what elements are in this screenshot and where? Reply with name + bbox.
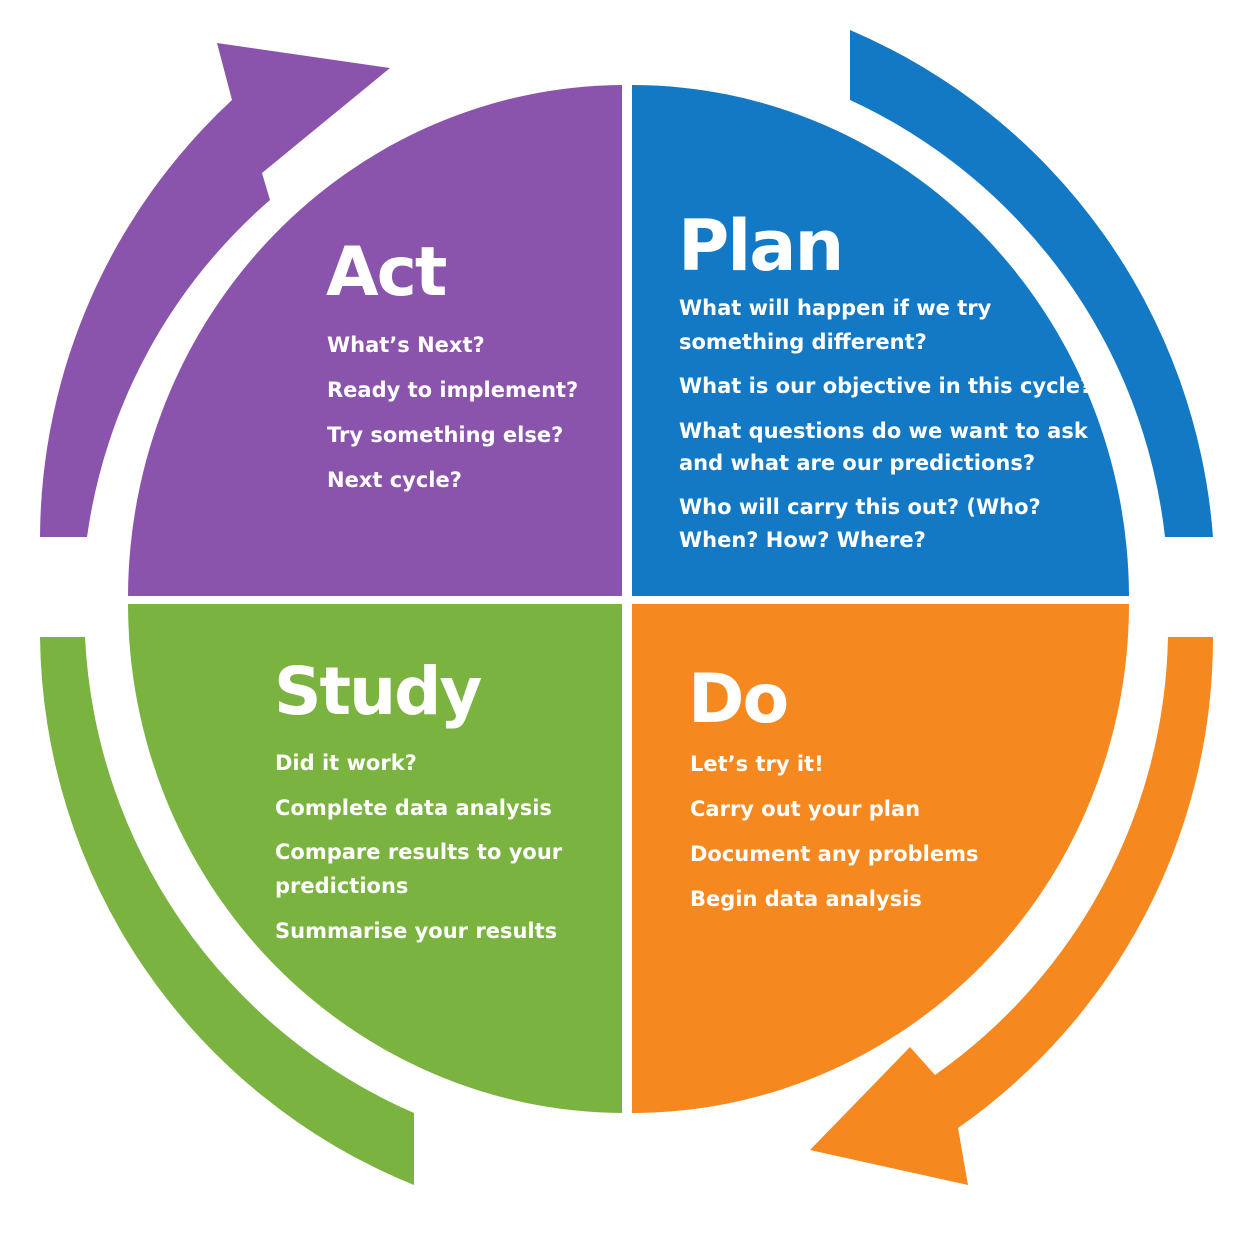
- act-item: Try something else?: [327, 423, 563, 447]
- study-item: predictions: [275, 874, 408, 898]
- act-cycle-arrow: [40, 43, 390, 537]
- do-item: Document any problems: [690, 842, 978, 866]
- cycle-arrows: [40, 30, 1214, 1185]
- plan-item: What will happen if we try: [679, 296, 992, 320]
- study-cycle-arc: [40, 637, 414, 1185]
- act-quadrant: [128, 85, 622, 596]
- study-item: Complete data analysis: [275, 796, 552, 820]
- plan-text-group: Plan What will happen if we try somethin…: [678, 205, 1092, 552]
- study-title: Study: [274, 653, 481, 730]
- act-item: What’s Next?: [327, 333, 485, 357]
- study-text-group: Study Did it work? Complete data analysi…: [274, 653, 563, 943]
- plan-item: What is our objective in this cycle?: [679, 374, 1092, 398]
- do-item: Carry out your plan: [690, 797, 920, 821]
- plan-quadrant: [632, 85, 1129, 596]
- plan-item: and what are our predictions?: [679, 451, 1035, 475]
- plan-title: Plan: [678, 205, 842, 287]
- plan-cycle-arc: [850, 30, 1213, 537]
- plan-item: something different?: [679, 330, 927, 354]
- act-item: Next cycle?: [327, 468, 462, 492]
- study-item: Compare results to your: [275, 840, 563, 864]
- study-item: Did it work?: [275, 751, 417, 775]
- do-cycle-arrow: [810, 637, 1214, 1185]
- cycle-quadrants: [127, 85, 1129, 1113]
- study-quadrant: [127, 604, 622, 1113]
- plan-item: What questions do we want to ask: [679, 419, 1089, 443]
- do-text-group: Do Let’s try it! Carry out your plan Doc…: [688, 660, 978, 911]
- do-item: Begin data analysis: [690, 887, 922, 911]
- plan-item: Who will carry this out? (Who?: [679, 495, 1041, 519]
- act-item: Ready to implement?: [327, 378, 578, 402]
- do-item: Let’s try it!: [690, 752, 824, 776]
- do-quadrant: [632, 604, 1129, 1113]
- study-item: Summarise your results: [275, 919, 557, 943]
- do-title: Do: [688, 660, 787, 739]
- plan-item: When? How? Where?: [679, 528, 926, 552]
- act-title: Act: [326, 233, 446, 312]
- act-text-group: Act What’s Next? Ready to implement? Try…: [326, 233, 578, 492]
